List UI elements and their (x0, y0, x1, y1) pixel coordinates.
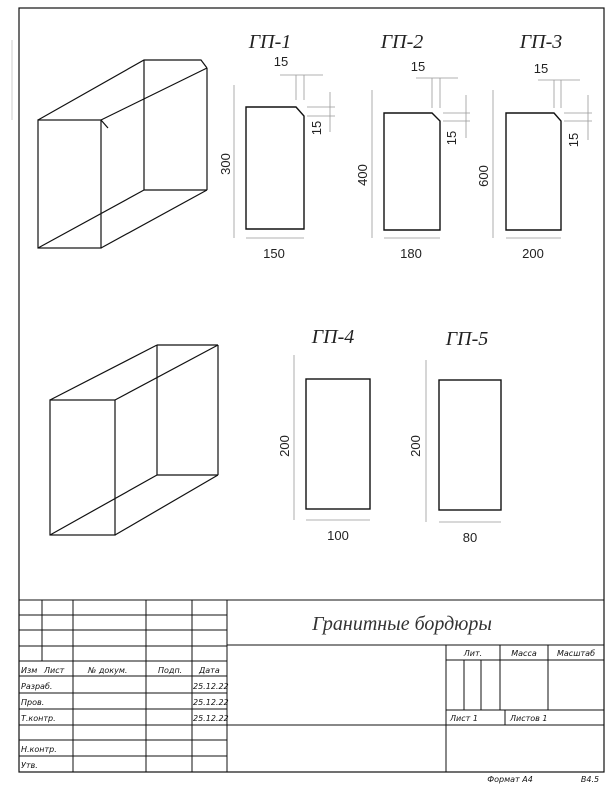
scale-label: Масштаб (557, 649, 595, 658)
format-label: Формат А4 (487, 775, 533, 784)
role-approver: Утв. (21, 761, 38, 770)
header-list: Лист (43, 666, 65, 675)
drawing-title: Гранитные бордюры (311, 613, 492, 635)
role-developer: Разраб. (21, 682, 52, 691)
doc-code: В4.5 (581, 775, 599, 784)
part-label-gp3: ГП-3 (519, 31, 562, 53)
date-checker: 25.12.22 (193, 698, 229, 707)
role-norm-control: Н.контр. (21, 745, 57, 754)
dim-gp5-width: 80 (463, 530, 477, 545)
role-checker: Пров. (21, 698, 44, 707)
section-gp1: 15 15 300 150 (218, 54, 335, 261)
dim-gp2-height: 400 (355, 164, 370, 186)
section-gp3: 15 15 600 200 (476, 61, 592, 261)
sheets-label: Листов 1 (509, 714, 548, 723)
dim-gp3-height: 600 (476, 165, 491, 187)
section-gp2: 15 15 400 180 (355, 59, 470, 261)
dim-gp4-width: 100 (327, 528, 349, 543)
section-gp4: 200 100 (277, 355, 371, 543)
dim-gp1-height: 300 (218, 153, 233, 175)
dim-gp5-height: 200 (408, 435, 423, 457)
part-label-gp1: ГП-1 (248, 31, 291, 53)
part-label-gp5: ГП-5 (445, 328, 488, 350)
dim-gp1-chamfer-v: 15 (309, 121, 324, 135)
dim-gp3-chamfer-h: 15 (534, 61, 548, 76)
header-sign: Подп. (158, 666, 182, 675)
part-label-gp4: ГП-4 (311, 326, 354, 348)
header-date: Дата (198, 666, 220, 675)
date-developer: 25.12.22 (193, 682, 229, 691)
lit-label: Лит. (463, 649, 482, 658)
section-gp5: 200 80 (408, 360, 502, 545)
dim-gp2-chamfer-h: 15 (411, 59, 425, 74)
mass-label: Масса (511, 649, 537, 658)
date-tech-control: 25.12.22 (193, 714, 229, 723)
dim-gp2-chamfer-v: 15 (444, 131, 459, 145)
iso-view-plain-block (49, 344, 219, 536)
part-label-gp2: ГП-2 (380, 31, 423, 53)
dim-gp1-chamfer-h: 15 (274, 54, 288, 69)
header-izm: Изм (21, 666, 37, 675)
dim-gp2-width: 180 (400, 246, 422, 261)
dim-gp4-height: 200 (277, 435, 292, 457)
header-doc-no: № докум. (87, 666, 127, 675)
sheet-label: Лист 1 (449, 714, 478, 723)
title-block (19, 599, 604, 772)
dim-gp3-width: 200 (522, 246, 544, 261)
dim-gp1-width: 150 (263, 246, 285, 261)
role-tech-control: Т.контр. (21, 714, 56, 723)
iso-view-chamfered-block (37, 59, 208, 249)
drawing-frame (18, 7, 605, 773)
dim-gp3-chamfer-v: 15 (566, 133, 581, 147)
